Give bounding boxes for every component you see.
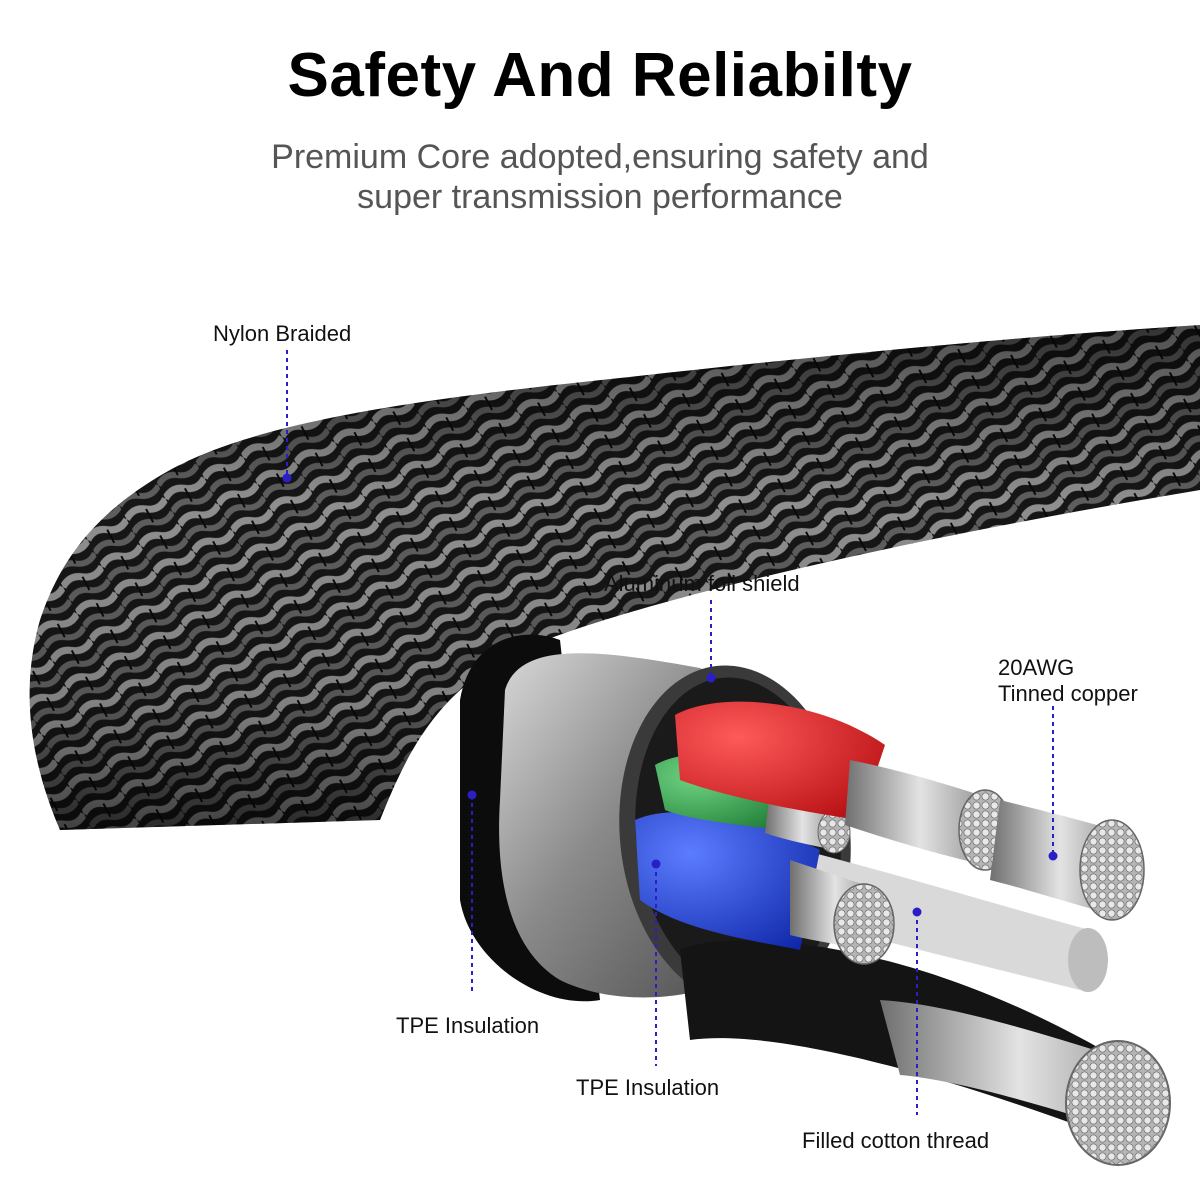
label-tpe-insulation-outer: TPE Insulation [396,1013,540,1038]
tinned-copper-strand [990,800,1145,921]
callout-lines [286,350,1054,1115]
callout-dot-tpe-outer [467,790,477,800]
label-20awg: 20AWG [998,655,1075,680]
subtitle-line-2: super transmission performance [357,178,843,216]
callout-dots [282,473,1058,917]
subtitle-line-1: Premium Core adopted,ensuring safety and [271,138,929,176]
label-filled-cotton-thread: Filled cotton thread [802,1128,990,1153]
page-subtitle: Premium Core adopted,ensuring safety and… [0,137,1200,217]
page-title: Safety And Reliabilty [287,41,913,110]
label-nylon-braided: Nylon Braided [213,321,352,346]
nylon-braided-cable [29,325,1200,830]
black-wire [680,940,1171,1166]
callout-dot-tpe-inner [651,859,661,869]
callout-dot-cotton [912,907,922,917]
red-wire [675,701,1012,871]
label-tinned-copper: Tinned copper [998,681,1138,706]
label-tpe-insulation-inner: TPE Insulation [576,1075,720,1100]
label-aluminum-foil-shield: Aluminum foil shield [604,571,800,596]
callout-dot-foil [706,673,716,683]
callout-dot-copper [1048,851,1058,861]
callout-dot-nylon [282,473,292,483]
blue-wire [635,811,895,965]
